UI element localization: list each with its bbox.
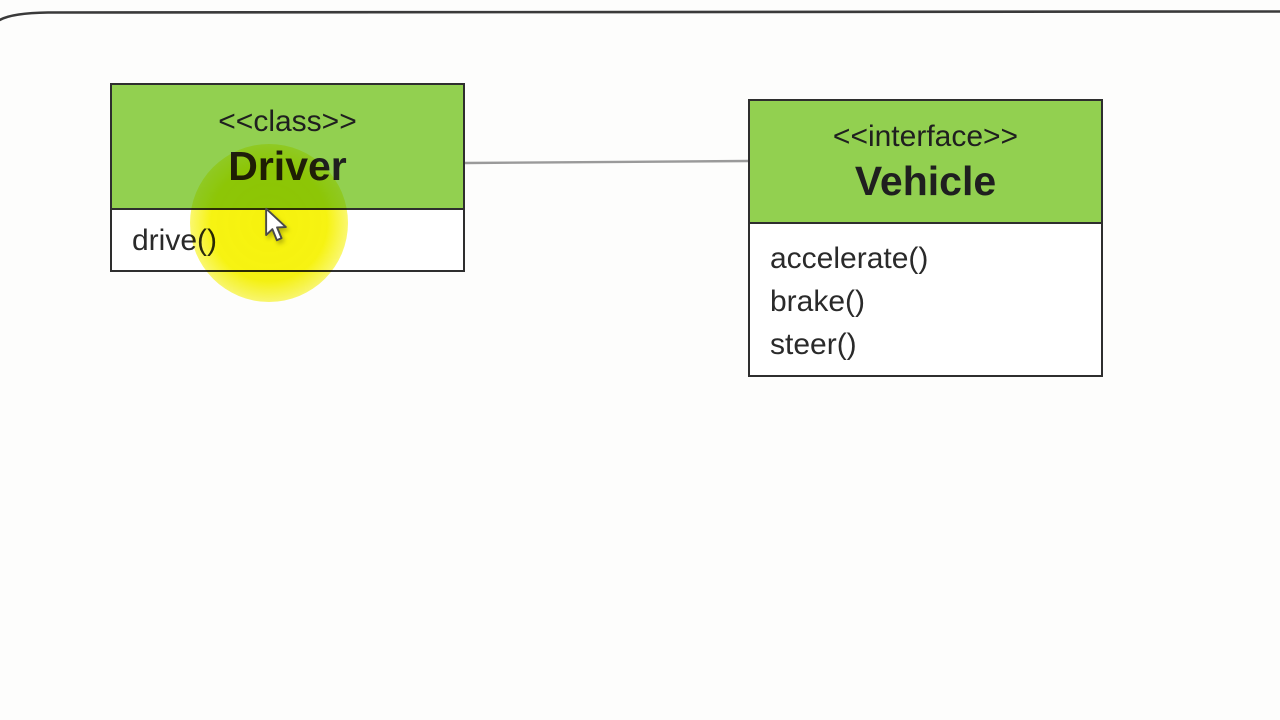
vehicle-method-steer: steer(): [770, 328, 857, 361]
vehicle-interface-name: Vehicle: [854, 157, 997, 204]
vehicle-method-accelerate: accelerate(): [770, 242, 929, 275]
driver-class-name: Driver: [228, 142, 347, 189]
vehicle-stereotype-label: <<interface>>: [832, 119, 1019, 153]
vehicle-method-brake: brake(): [770, 285, 866, 318]
association-connector-line: [464, 159, 749, 165]
driver-stereotype-label: <<class>>: [218, 104, 357, 138]
driver-methods-compartment: drive(): [112, 210, 463, 270]
uml-class-box-driver: <<class>> Driver drive(): [110, 83, 465, 272]
slide-frame-top-edge: [0, 10, 1280, 22]
uml-interface-box-vehicle: <<interface>> Vehicle accelerate() brake…: [748, 99, 1103, 377]
vehicle-methods-compartment: accelerate() brake() steer(): [750, 224, 1101, 375]
driver-method-drive: drive(): [132, 223, 218, 257]
vehicle-box-header: <<interface>> Vehicle: [750, 101, 1101, 224]
driver-box-header: <<class>> Driver: [112, 85, 463, 210]
